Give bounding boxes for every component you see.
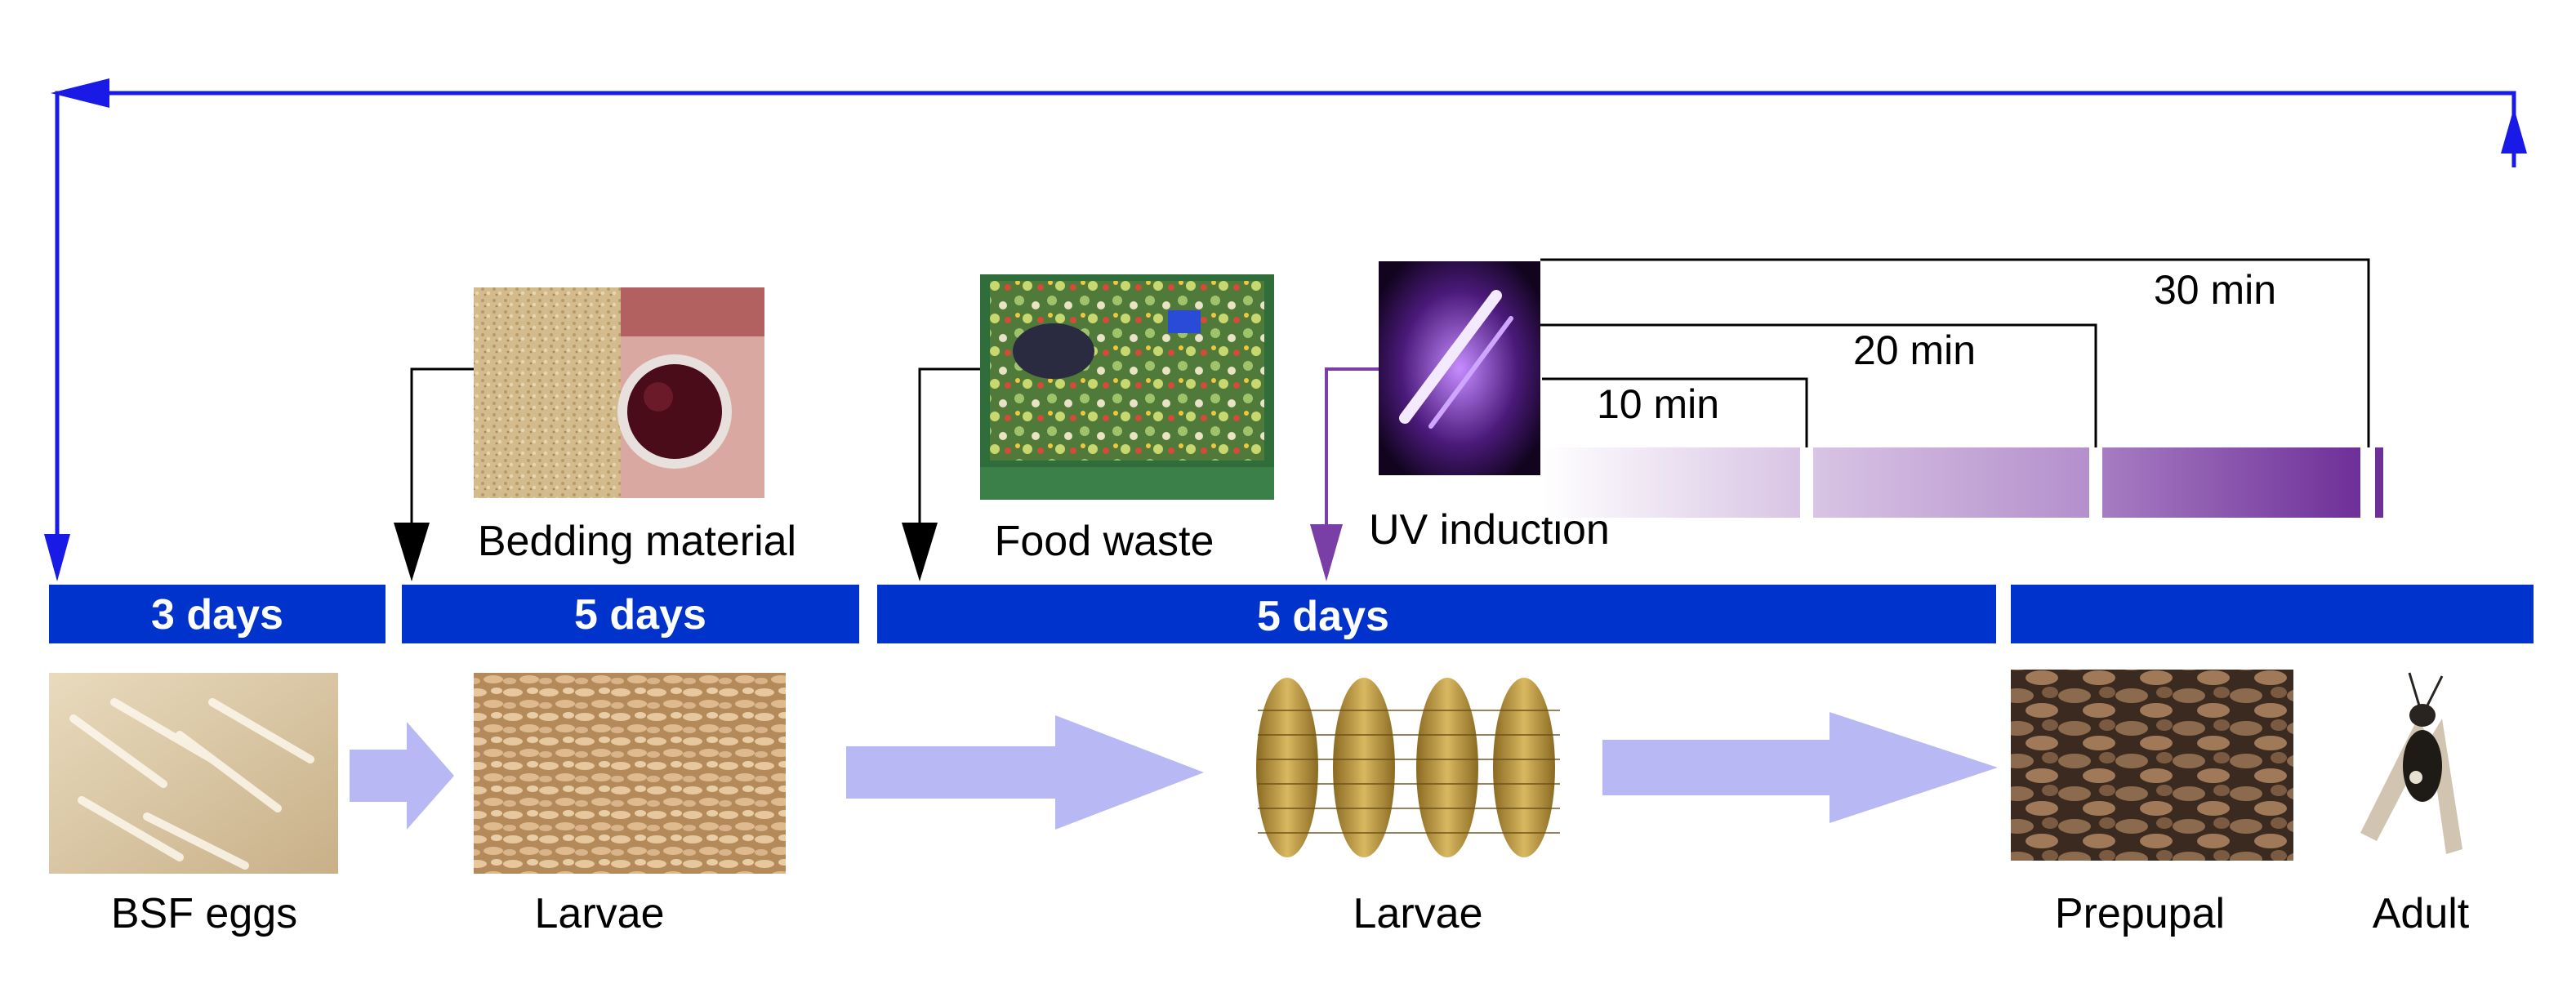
uv-bracket-20min [1540,323,2097,447]
timeline-bar-larvae-early [402,585,859,643]
uv-bracket-10min [1542,377,1808,447]
timeline-bar-eggs [49,585,386,643]
eggs-image [49,673,338,874]
eggs-label: BSF eggs [111,890,297,937]
food-waste-label: Food waste [995,518,1214,565]
uv-duration-30min: 30 min [2154,267,2276,313]
uv-bracket-30min [1540,258,2370,447]
uv-lamp-image [1379,261,1540,475]
larvae-early-label: Larvae [535,890,665,937]
bedding-arrowhead [394,523,430,581]
timeline-bar-prepupal-adult [2011,585,2534,643]
adult-fly-image [2360,672,2462,854]
uv-duration-20min: 20 min [1853,327,1976,373]
uv-leader-line [1325,367,1379,563]
food-arrowhead [902,523,938,581]
larvae-early-image [474,673,786,874]
prepupal-image [2011,670,2293,861]
uv-bar-30min [2102,447,2360,518]
timeline-bar-larvae-late [877,585,1996,643]
timeline-bar-larvae-early-label: 5 days [574,591,706,639]
progress-arrow-3 [1602,712,1998,823]
timeline-bar-eggs-label: 3 days [151,591,283,639]
progress-arrow-1 [350,722,454,830]
uv-arrowhead [1310,524,1343,581]
timeline-bar-larvae-late-label: 5 days [1257,593,1389,640]
progress-arrow-2 [846,715,1204,830]
larvae-late-label: Larvae [1353,890,1483,937]
uv-bar-tail [2375,447,2383,518]
uv-bar-20min [1813,447,2089,518]
bedding-leader-line [410,367,474,563]
food-leader-line [918,367,980,563]
uv-bar-10min [1542,447,1800,518]
larvae-late-image [1256,678,1560,857]
bedding-material-label: Bedding material [478,518,796,565]
cycle-loop-arrow [44,78,2527,581]
prepupal-label: Prepupal [2055,890,2225,937]
bedding-material-image [474,287,764,498]
timeline: 3 days 5 days 5 days [49,585,2534,643]
adult-label: Adult [2373,890,2470,937]
uv-duration-10min: 10 min [1597,381,1719,427]
food-waste-image [980,274,1274,500]
